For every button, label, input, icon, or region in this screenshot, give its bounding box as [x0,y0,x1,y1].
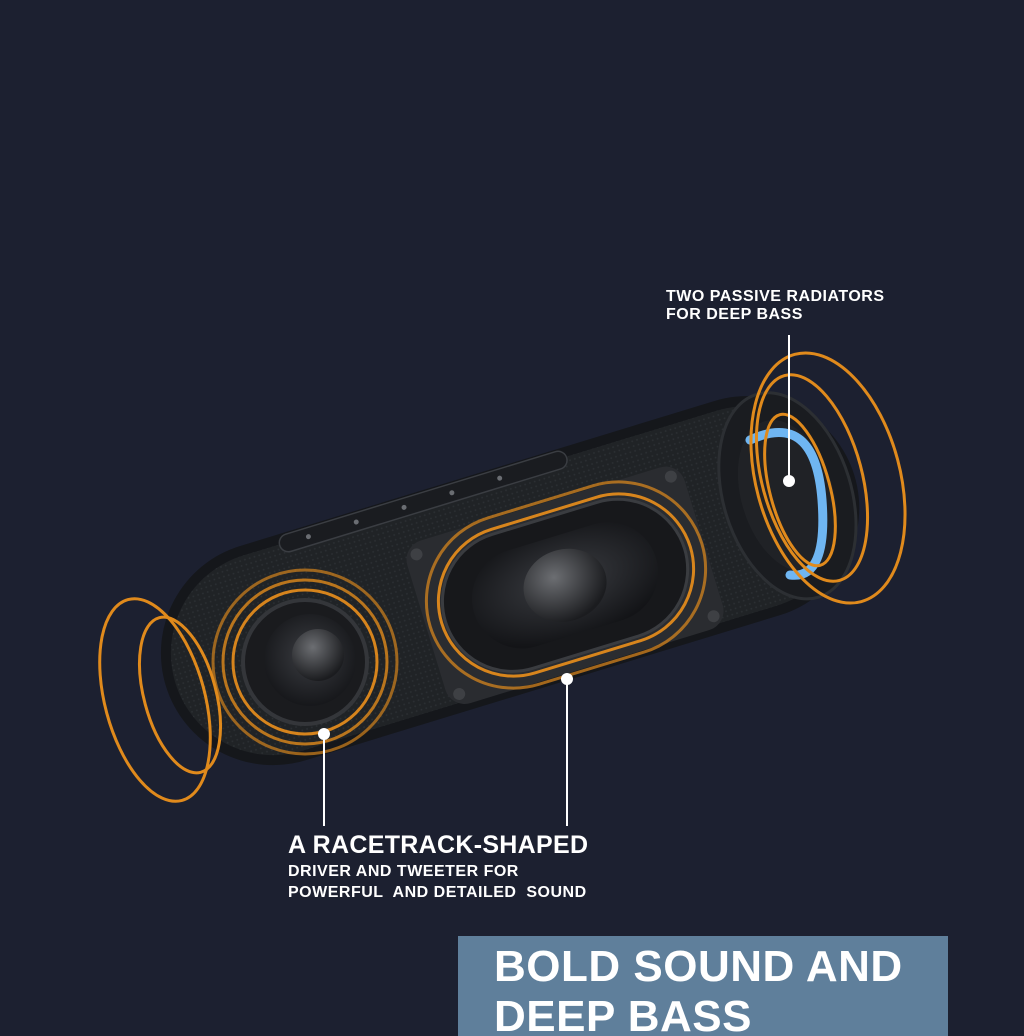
callout-leaders [323,335,790,826]
sound-wave-lines [98,351,907,803]
driver-callout: A RACETRACK-SHAPED DRIVER AND TWEETER FO… [288,830,588,902]
banner-line2: DEEP BASS [494,992,752,1036]
callout-dots [318,475,795,740]
power-button-icon [305,534,311,540]
radiator-callout-line1: TWO PASSIVE RADIATORS [666,288,885,305]
driver-dome [523,548,607,622]
radiator-callout-line2: FOR DEEP BASS [666,306,803,323]
driver-callout-headline: A RACETRACK-SHAPED [288,831,589,859]
driver-callout-line2: POWERFUL AND DETAILED SOUND [288,884,587,901]
passive-radiator-light-ring [745,428,828,580]
passive-radiator-callout: TWO PASSIVE RADIATORS FOR DEEP BASS [666,288,885,324]
volume-up-icon [449,490,455,496]
control-strip [278,450,568,553]
banner-line1: BOLD SOUND AND [494,942,903,991]
tweeter [241,598,369,726]
feature-banner: BOLD SOUND AND DEEP BASS [458,936,948,1036]
racetrack-driver [406,466,724,704]
volume-down-icon [401,504,407,510]
play-button-icon [353,519,359,525]
bluetooth-button-icon [497,475,503,481]
banner-title: BOLD SOUND AND DEEP BASS [494,942,948,1036]
driver-callout-line1: DRIVER AND TWEETER FOR [288,863,519,880]
